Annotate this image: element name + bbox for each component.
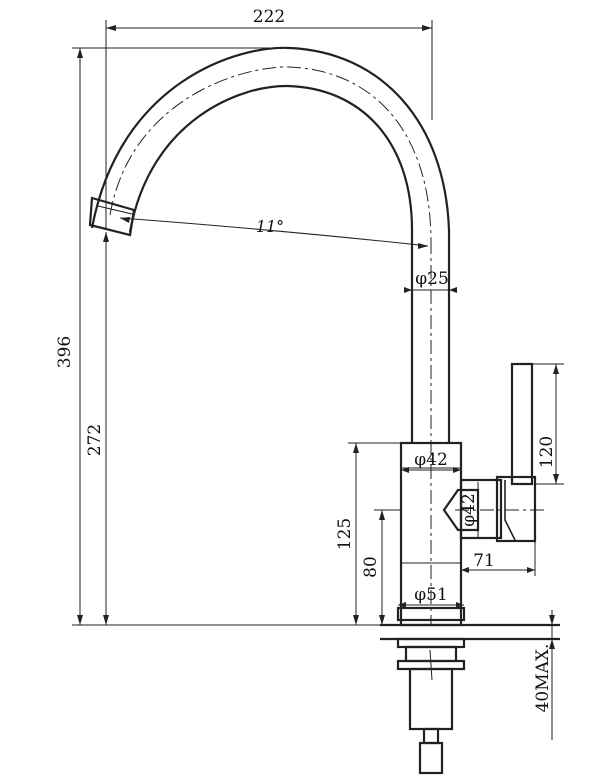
dim-label-phi-25: φ25 — [415, 269, 449, 289]
dim-width-222: 222 — [105, 7, 433, 230]
dim-label-phi-42-top: φ42 — [414, 450, 448, 470]
dim-label-40-max: 40MAX. — [533, 644, 553, 713]
dim-diameter-25: φ25 — [404, 269, 457, 293]
dim-handle-120: 120 — [532, 363, 564, 485]
dim-label-222: 222 — [253, 7, 285, 27]
dim-label-80: 80 — [361, 556, 381, 578]
dim-label-125: 125 — [335, 518, 355, 550]
riser-tube — [410, 230, 451, 625]
dim-label-396: 396 — [55, 336, 75, 368]
dim-max-40: 40MAX. — [533, 610, 555, 740]
dim-length-71: 71 — [461, 541, 536, 576]
side-handle — [442, 362, 545, 543]
dim-label-71: 71 — [473, 551, 495, 571]
dim-label-phi-42-side: φ42 — [459, 493, 479, 527]
dim-label-11-degrees: 11° — [256, 217, 284, 236]
dim-height-272: 272 — [85, 232, 109, 625]
dim-height-80: 80 — [361, 509, 401, 625]
spout — [88, 46, 451, 241]
dim-height-125: 125 — [335, 442, 401, 625]
dim-diameter-42-side: φ42 — [459, 482, 479, 538]
dim-height-396: 396 — [55, 47, 380, 626]
dim-label-120: 120 — [537, 436, 557, 468]
dim-angle-11: 11° — [119, 217, 429, 249]
dim-diameter-51: φ51 — [398, 585, 464, 608]
dim-label-phi-51: φ51 — [414, 585, 448, 605]
dim-label-272: 272 — [85, 424, 105, 456]
mounting-base — [380, 606, 560, 775]
dim-diameter-42-top: φ42 — [401, 450, 461, 473]
